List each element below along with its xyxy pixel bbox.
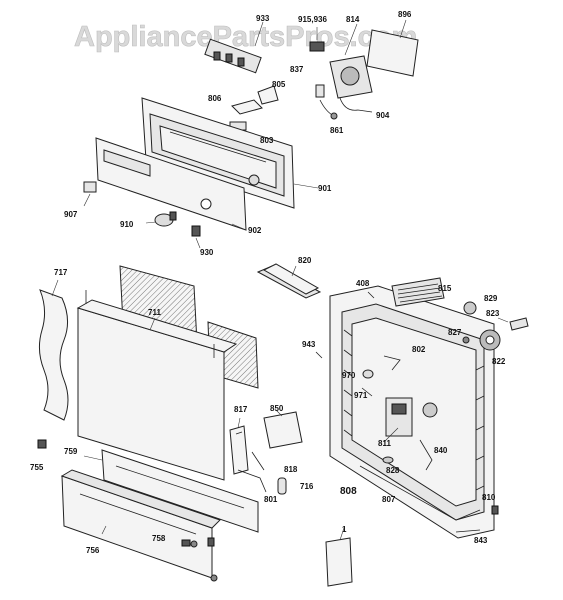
- label-756: 756: [86, 546, 100, 555]
- label-840: 840: [434, 446, 448, 455]
- part-822-gear: [479, 329, 501, 351]
- label-716: 716: [300, 482, 314, 491]
- label-801: 801: [264, 495, 278, 504]
- part-756-kickplate: [60, 469, 221, 579]
- label-829: 829: [484, 294, 498, 303]
- part-759-toe-panel: [83, 449, 259, 533]
- label-818: 818: [284, 465, 298, 474]
- label-915-936: 915,936: [298, 15, 327, 24]
- label-828: 828: [386, 466, 400, 475]
- label-823: 823: [486, 309, 500, 318]
- label-803: 803: [260, 136, 274, 145]
- label-815: 815: [438, 284, 452, 293]
- label-843: 843: [474, 536, 488, 545]
- label-806: 806: [208, 94, 222, 103]
- part-907-knob: [83, 181, 97, 207]
- label-758: 758: [152, 534, 166, 543]
- part-933-switch-assembly: [204, 21, 264, 74]
- part-818-link: [251, 451, 265, 471]
- part-408-screw: [367, 291, 375, 299]
- label-808: 808: [340, 486, 357, 497]
- part-802-spring: [383, 355, 401, 371]
- label-970: 970: [342, 371, 356, 380]
- label-861: 861: [330, 126, 344, 135]
- part-843-strip: [455, 529, 481, 533]
- part-820-handle: [256, 263, 322, 299]
- label-910: 910: [120, 220, 134, 229]
- part-758-screw: [190, 540, 218, 582]
- label-907: 907: [64, 210, 78, 219]
- label-817: 817: [234, 405, 248, 414]
- part-827-screw: [462, 336, 470, 344]
- label-810: 810: [482, 493, 496, 502]
- label-1: 1: [342, 525, 347, 534]
- part-930-clip: [191, 225, 201, 249]
- label-827: 827: [448, 328, 462, 337]
- part-901-control-panel: [141, 97, 319, 209]
- part-902-front-panel: [95, 137, 247, 231]
- label-850: 850: [270, 404, 284, 413]
- label-933: 933: [256, 14, 270, 23]
- label-717: 717: [54, 268, 68, 277]
- watermark-text: AppliancePartsPros.com: [74, 21, 417, 53]
- part-896-panel: [366, 19, 419, 77]
- part-850-bracket: [263, 409, 303, 449]
- part-814-timer: [329, 23, 373, 113]
- label-811: 811: [378, 439, 391, 448]
- part-716-link: [277, 477, 287, 495]
- label-805: 805: [272, 80, 286, 89]
- part-717-side-seal: [38, 279, 69, 421]
- label-759: 759: [64, 447, 78, 456]
- label-971: 971: [354, 391, 368, 400]
- label-822: 822: [492, 357, 506, 366]
- label-902: 902: [248, 226, 262, 235]
- label-896: 896: [398, 10, 412, 19]
- label-901: 901: [318, 184, 332, 193]
- label-711: 711: [148, 308, 161, 317]
- part-829-gear: [463, 301, 477, 315]
- label-904: 904: [376, 111, 390, 120]
- label-802: 802: [412, 345, 426, 354]
- part-828-cam: [382, 456, 394, 464]
- label-930: 930: [200, 248, 214, 257]
- part-811-dispenser: [383, 397, 438, 443]
- part-910-selector: [145, 211, 177, 227]
- part-806-actuator: [231, 99, 263, 115]
- part-837-switch: [315, 84, 325, 98]
- part-840-lever: [419, 439, 433, 471]
- part-805-bracket: [257, 85, 279, 105]
- label-837: 837: [290, 65, 304, 74]
- part-823-shaft: [497, 317, 529, 331]
- label-943: 943: [302, 340, 316, 349]
- part-711-outer-door: [76, 265, 259, 481]
- label-755: 755: [30, 463, 44, 472]
- part-815-vent: [391, 277, 445, 307]
- part-915-936-switch: [309, 27, 325, 52]
- label-820: 820: [298, 256, 312, 265]
- label-814: 814: [346, 15, 360, 24]
- part-970-cap: [362, 369, 374, 379]
- part-755-clip: [37, 439, 47, 449]
- part-971-lever: [361, 387, 373, 397]
- part-1-manual: [325, 527, 353, 587]
- part-943-screw: [315, 351, 323, 359]
- label-807: 807: [382, 495, 396, 504]
- label-408: 408: [356, 279, 370, 288]
- part-810-clip: [491, 505, 499, 515]
- part-861-harness: [319, 99, 338, 120]
- part-801-hinge-arm: [237, 469, 267, 493]
- part-817-hinge: [229, 417, 249, 475]
